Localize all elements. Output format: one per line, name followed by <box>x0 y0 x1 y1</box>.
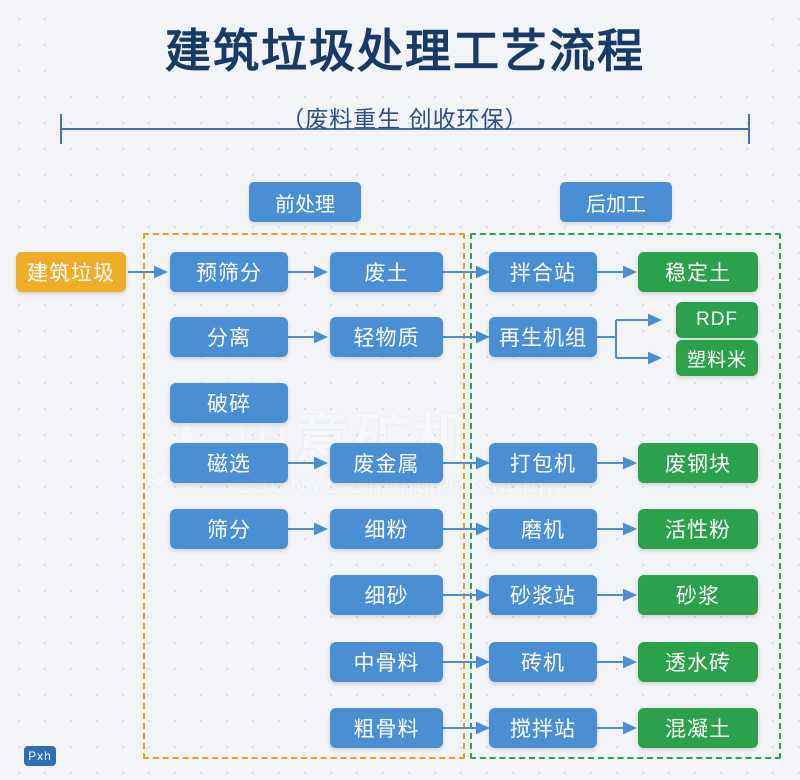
header: 建筑垃圾处理工艺流程 （废料重生 创收环保） <box>60 14 750 144</box>
group-label-postprocessing: 后加工 <box>560 182 672 222</box>
group-frame-pretreatment <box>143 233 465 759</box>
node-medium-aggregate[interactable]: 中骨料 <box>330 642 443 682</box>
node-mortar-station[interactable]: 砂浆站 <box>489 575 597 615</box>
node-brick-machine[interactable]: 砖机 <box>489 642 597 682</box>
node-grinding-mill[interactable]: 磨机 <box>489 509 597 549</box>
node-concrete[interactable]: 混凝土 <box>638 708 758 748</box>
page-title: 建筑垃圾处理工艺流程 <box>60 14 750 88</box>
node-coarse-aggregate[interactable]: 粗骨料 <box>330 708 443 748</box>
node-permeable-brick[interactable]: 透水砖 <box>638 642 758 682</box>
node-rdf[interactable]: RDF <box>676 302 758 338</box>
node-concrete-mixing-station[interactable]: 搅拌站 <box>489 708 597 748</box>
node-waste-soil[interactable]: 废土 <box>330 252 443 292</box>
page-subtitle: （废料重生 创收环保） <box>281 106 529 132</box>
node-source-construction-waste[interactable]: 建筑垃圾 <box>16 252 126 292</box>
node-mortar[interactable]: 砂浆 <box>638 575 758 615</box>
node-fine-sand[interactable]: 细砂 <box>330 575 443 615</box>
node-scrap-steel[interactable]: 废钢块 <box>638 443 758 483</box>
node-crushing[interactable]: 破碎 <box>170 383 288 423</box>
node-baler[interactable]: 打包机 <box>489 443 597 483</box>
corner-badge: Pxh <box>24 746 56 766</box>
node-magnetic-separation[interactable]: 磁选 <box>170 443 288 483</box>
node-active-powder[interactable]: 活性粉 <box>638 509 758 549</box>
node-regeneration-unit[interactable]: 再生机组 <box>489 317 597 357</box>
node-waste-metal[interactable]: 废金属 <box>330 443 443 483</box>
node-sieving[interactable]: 筛分 <box>170 509 288 549</box>
node-pre-screening[interactable]: 预筛分 <box>170 252 288 292</box>
node-stabilized-soil[interactable]: 稳定土 <box>638 252 758 292</box>
node-fine-powder[interactable]: 细粉 <box>330 509 443 549</box>
group-label-pretreatment: 前处理 <box>249 182 361 222</box>
group-frame-postprocessing <box>470 233 781 759</box>
header-rule-bottom <box>60 114 750 144</box>
node-plastic-pellets[interactable]: 塑料米 <box>676 340 758 376</box>
node-separation[interactable]: 分离 <box>170 317 288 357</box>
node-mixing-station[interactable]: 拌合站 <box>489 252 597 292</box>
node-light-material[interactable]: 轻物质 <box>330 317 443 357</box>
